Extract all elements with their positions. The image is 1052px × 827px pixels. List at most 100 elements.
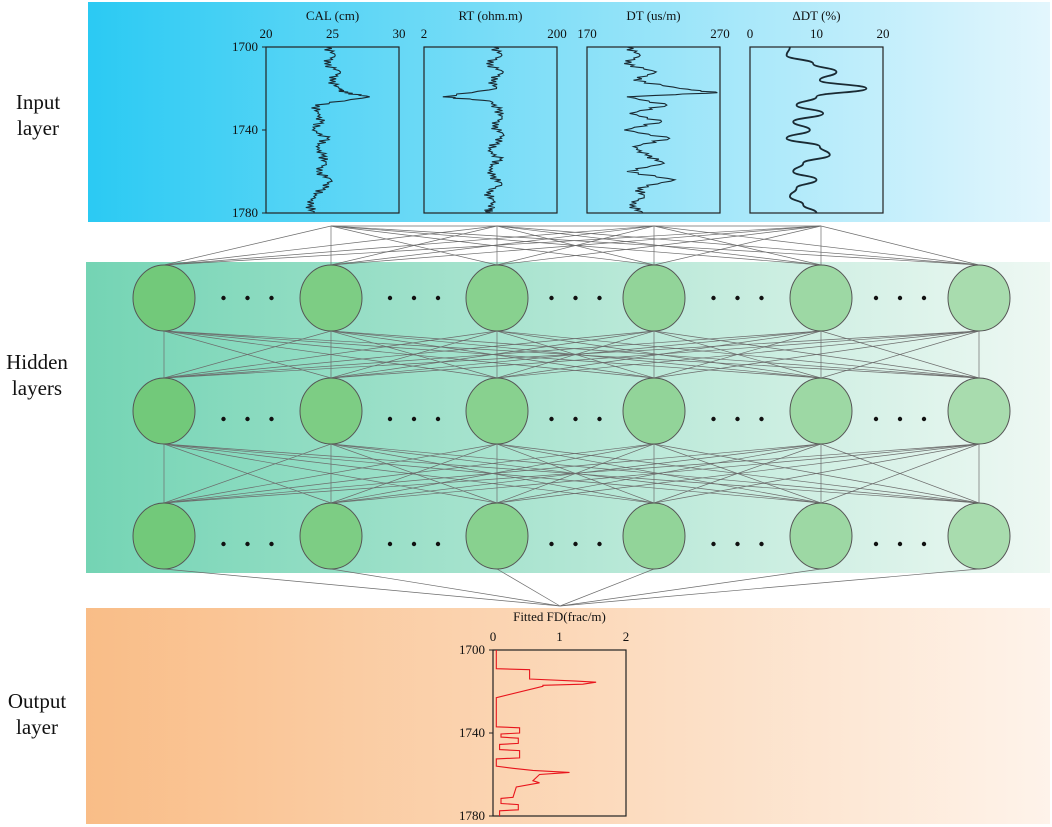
connection-line — [820, 225, 980, 266]
hidden-node — [132, 502, 196, 570]
connection-line — [163, 330, 498, 379]
connection-line — [163, 568, 561, 607]
ellipsis-dot — [435, 416, 441, 422]
ellipsis-dot — [411, 541, 417, 547]
chart-title: Fitted FD(frac/m) — [513, 609, 606, 624]
connection-line — [330, 225, 822, 266]
output-label-line1: Output — [7, 689, 67, 713]
ellipsis-dot — [245, 541, 250, 547]
connection-line — [163, 225, 498, 266]
input-layer-label: Input layer — [0, 89, 78, 141]
ellipsis-dot — [221, 541, 226, 547]
log-chart: ΔDT (%) 0 10 20 — [747, 8, 890, 214]
ellipsis-dot — [549, 416, 554, 422]
log-curve — [442, 46, 505, 214]
chart-title: ΔDT (%) — [792, 8, 840, 23]
hidden-node — [132, 264, 196, 332]
x-tick-label: 20 — [260, 26, 273, 41]
x-tick-label: 1 — [556, 629, 563, 644]
connection-line — [496, 225, 822, 266]
ellipsis-dot — [921, 295, 927, 301]
x-tick-label: 20 — [877, 26, 890, 41]
hidden-node — [622, 264, 686, 332]
connection-line — [653, 330, 980, 379]
hidden-node — [465, 264, 529, 332]
connection-line — [163, 330, 980, 379]
hidden-node — [465, 377, 529, 445]
connection-line — [163, 443, 498, 504]
hidden-node — [299, 264, 363, 332]
ellipsis-dot — [735, 416, 740, 422]
connection-line — [330, 225, 980, 266]
y-tick-label: 1740 — [232, 122, 258, 137]
ellipsis-dot — [735, 295, 740, 301]
hidden-node — [132, 377, 196, 445]
connection-line — [559, 568, 822, 607]
x-tick-label: 0 — [747, 26, 754, 41]
connection-line — [653, 443, 980, 504]
x-tick-label: 2 — [623, 629, 630, 644]
connection-line — [496, 568, 561, 607]
input-label-line2: layer — [17, 116, 59, 140]
ellipsis-dot — [921, 416, 927, 422]
connection-line — [496, 330, 980, 379]
hidden-node — [299, 502, 363, 570]
connections — [163, 225, 980, 607]
hidden-nodes — [132, 264, 1011, 570]
hidden-layers-band — [86, 262, 1050, 573]
connection-line — [653, 225, 980, 266]
connection-line — [163, 443, 332, 504]
connection-line — [653, 225, 822, 266]
log-curve — [785, 46, 868, 214]
connection-line — [163, 443, 822, 504]
hidden-node — [947, 264, 1011, 332]
connection-line — [163, 225, 332, 266]
log-curve — [495, 650, 597, 816]
connection-line — [163, 330, 822, 379]
ellipsis-dot — [735, 541, 740, 547]
input-layer-band — [88, 2, 1050, 222]
connection-line — [163, 330, 655, 379]
chart-frame — [586, 46, 721, 214]
ellipsis-dot — [221, 416, 226, 422]
hidden-label-line2: layers — [11, 376, 63, 400]
ellipsis-dot — [597, 541, 602, 547]
ellipsis-dot — [411, 295, 417, 301]
ellipsis-dot — [245, 416, 250, 422]
ellipsis-dot — [897, 295, 903, 301]
ellipsis-dot — [711, 541, 716, 547]
connection-line — [330, 330, 498, 379]
hidden-node — [789, 502, 853, 570]
ellipsis-dot — [387, 541, 393, 547]
connection-line — [330, 330, 980, 379]
connection-line — [163, 443, 655, 504]
hidden-node — [947, 377, 1011, 445]
connection-line — [330, 443, 498, 504]
ellipsis-dot — [897, 541, 903, 547]
output-label-line2: layer — [16, 715, 58, 739]
y-tick-label: 1700 — [459, 642, 485, 657]
hidden-layers-label: Hidden layers — [0, 349, 77, 401]
ellipsis-dot — [269, 295, 274, 301]
ellipsis-dot — [269, 416, 274, 422]
connection-line — [496, 443, 822, 504]
ellipsis-dot — [573, 295, 578, 301]
chart-title: DT (us/m) — [626, 8, 680, 23]
connection-line — [330, 568, 561, 607]
hidden-node — [789, 264, 853, 332]
ellipsis-dot — [387, 295, 393, 301]
ellipsis-dot — [549, 541, 554, 547]
hidden-node — [622, 502, 686, 570]
x-tick-label: 10 — [810, 26, 823, 41]
ellipsis-dot — [873, 541, 879, 547]
hidden-node — [789, 377, 853, 445]
ellipsis-dot — [597, 295, 602, 301]
chart-frame — [423, 46, 558, 214]
connection-line — [163, 225, 655, 266]
